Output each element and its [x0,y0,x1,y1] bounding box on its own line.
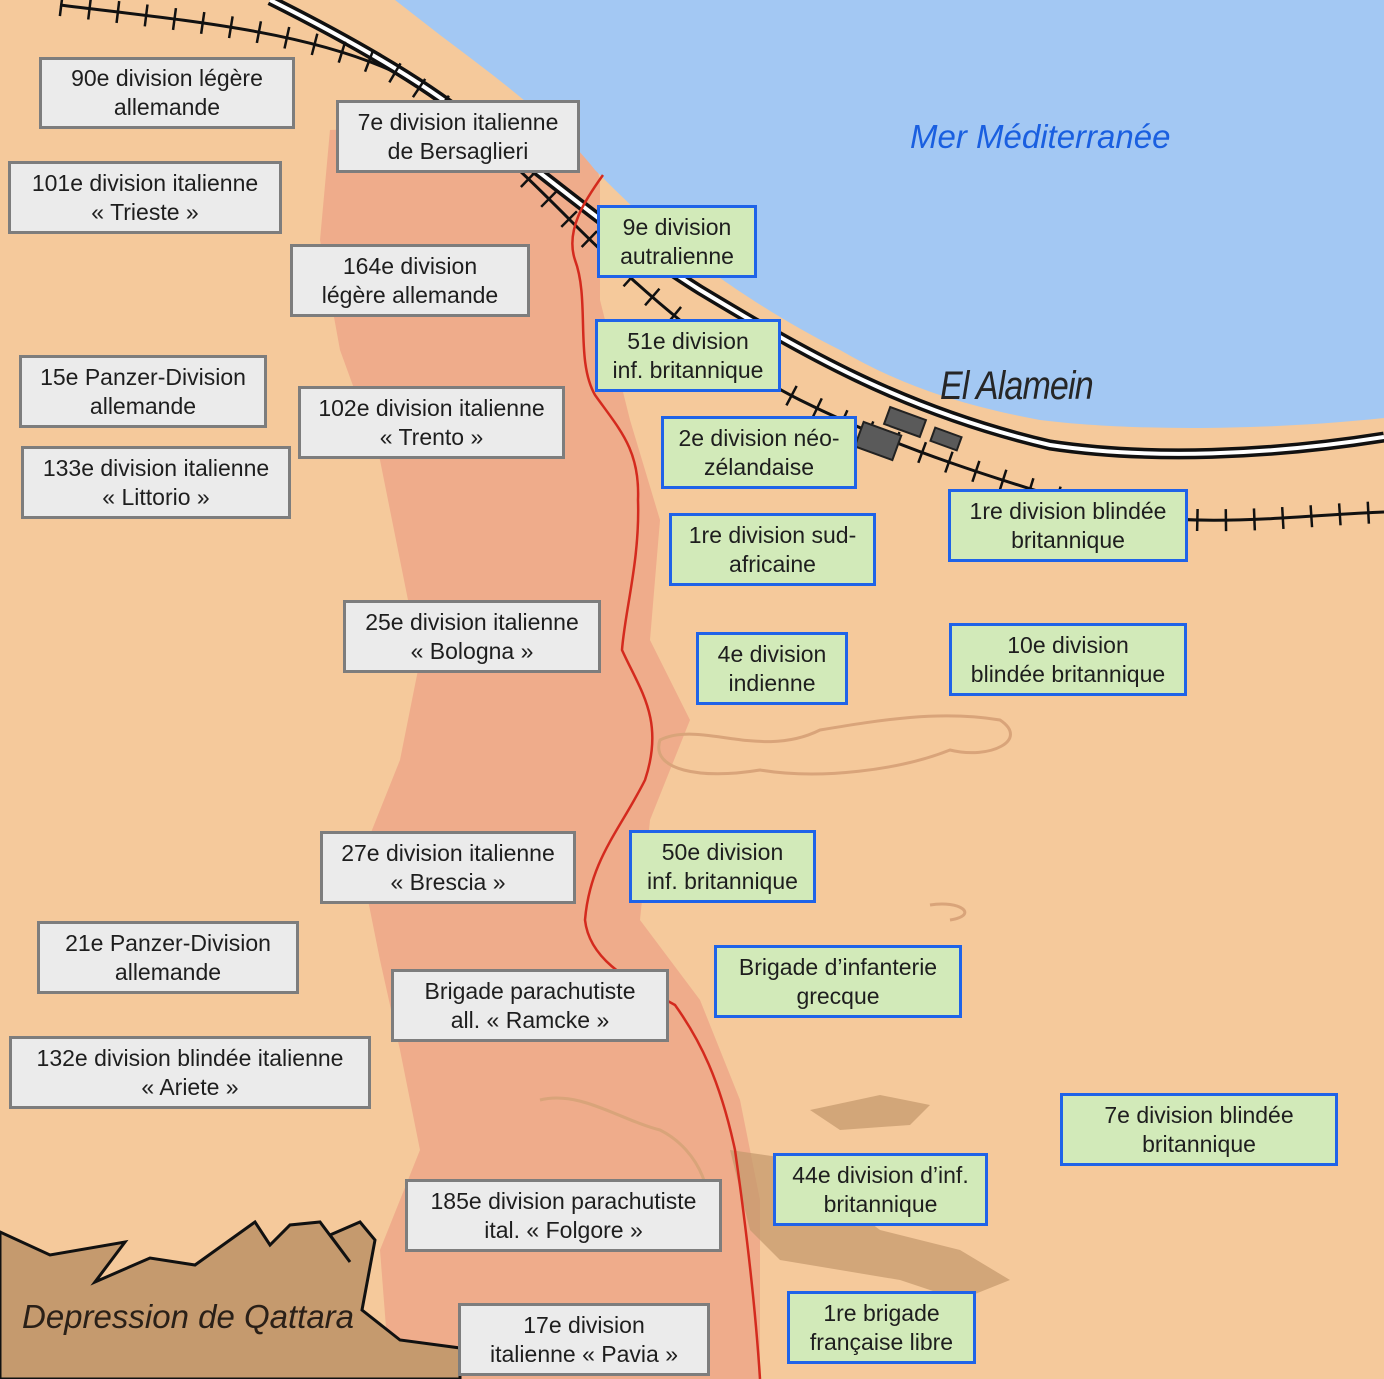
unit-detail: allemande [113,94,221,120]
unit-name: 51e division [627,327,749,354]
unit-detail: allemande [89,392,197,419]
unit-name: 7e division blindée [1104,1101,1294,1128]
axis-unit-label: 102e division italienne« Trento » [298,386,565,459]
allied-unit-label: 2e division néo-zélandaise [661,416,857,489]
unit-detail: « Trento » [379,423,484,450]
unit-name: Brigade d’infanterie [738,953,938,980]
unit-name: 50e division [661,838,784,865]
unit-name: 9e division [622,213,732,240]
unit-detail: zélandaise [704,453,814,480]
unit-detail: française libre [809,1328,954,1355]
label-mediterranean-sea: Mer Méditerranée [910,118,1171,155]
unit-name: 7e division italienne [357,108,559,135]
unit-name: 90e division légère [71,65,263,91]
unit-detail: de Bersaglieri [387,137,529,164]
unit-detail: « Bologna » [410,637,534,664]
allied-unit-label: 44e division d’inf.britannique [773,1153,988,1226]
unit-detail: grecque [796,982,880,1009]
unit-name: 1re brigade [823,1299,940,1326]
axis-unit-label: 27e division italienne« Brescia » [320,831,576,904]
unit-name: 17e division [523,1311,645,1338]
unit-name: 2e division néo- [678,424,840,451]
unit-name: 15e Panzer-Division [40,363,246,390]
unit-name: 1re division sud- [688,521,857,548]
label-qattara-depression: Depression de Qattara [22,1298,355,1335]
axis-unit-label: 101e division italienne« Trieste » [8,161,282,234]
unit-detail: britannique [823,1190,938,1217]
unit-name: 4e division [717,640,827,667]
unit-name: 25e division italienne [365,608,579,635]
unit-detail: allemande [114,958,222,985]
unit-detail: italienne « Pavia » [490,1340,678,1367]
label-el-alamein: El Alamein [940,364,1094,408]
unit-name: Brigade parachutiste [424,977,636,1004]
unit-detail: autralienne [620,242,734,269]
axis-unit-label: 132e division blindée italienne« Ariete … [9,1036,371,1109]
axis-unit-label: 25e division italienne« Bologna » [343,600,601,673]
unit-name: 164e division [342,252,478,279]
front-line [571,174,762,1379]
unit-detail: inf. britannique [647,867,798,894]
depression-qattara [0,1219,462,1379]
unit-name: 102e division italienne [318,394,545,421]
allied-unit-label: 1re division sud-africaine [669,513,876,586]
unit-detail: « Brescia » [390,868,506,895]
unit-detail: all. « Ramcke » [450,1006,610,1033]
unit-name: 1re division blindée [969,497,1167,524]
unit-detail: « Ariete » [141,1073,239,1100]
unit-detail: « Littorio » [102,483,210,510]
unit-name: 10e division [1007,631,1129,658]
unit-name: 133e division italienne [42,454,270,481]
unit-detail: britannique [1142,1130,1256,1157]
axis-unit-label: 90e division légère allemande [39,57,295,129]
el-alamein-station [853,405,963,462]
sea [395,0,1384,428]
unit-detail: ital. « Folgore » [484,1216,643,1243]
unit-name: 132e division blindée italienne [36,1044,344,1071]
unit-detail: « Trieste » [91,198,199,225]
unit-name: 21e Panzer-Division [65,929,271,956]
unit-detail: africaine [729,550,816,577]
unit-name: 101e division italienne [31,169,259,196]
unit-detail: inf. britannique [612,356,764,383]
unit-name: 44e division d’inf. [792,1161,969,1188]
unit-name: 27e division italienne [341,839,555,866]
unit-detail: indienne [728,669,816,696]
unit-detail: britannique [1011,526,1125,553]
unit-detail: légère allemande [321,281,499,308]
axis-unit-label: 133e division italienne« Littorio » [21,446,291,519]
coastal-road [267,0,1384,460]
unit-detail: blindée britannique [970,660,1166,687]
unit-name: 185e division parachutiste [430,1187,697,1214]
